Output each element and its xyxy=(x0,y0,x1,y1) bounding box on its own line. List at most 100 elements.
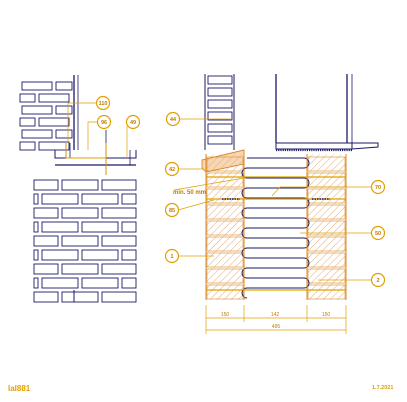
callout-42: 42 xyxy=(164,161,180,177)
callout-85: 85 xyxy=(164,202,180,218)
outer-leaf-brick xyxy=(206,252,244,268)
upper-wall-brick xyxy=(207,99,233,109)
upper-wall-brick xyxy=(207,135,233,145)
dim-segment-1: 150 xyxy=(221,312,230,318)
left-lower-brick xyxy=(61,291,99,303)
dim-segment-3: 150 xyxy=(322,312,331,318)
left-lower-brick xyxy=(41,277,79,289)
left-lower-brick xyxy=(33,263,59,275)
left-upper-brick xyxy=(38,93,70,103)
left-lower-brick xyxy=(101,207,137,219)
outer-leaf-brick xyxy=(206,172,244,188)
left-lower-brick xyxy=(33,179,59,191)
svg-text:70: 70 xyxy=(375,185,381,191)
inner-leaf-brick xyxy=(307,172,346,188)
callout-96: 96 xyxy=(96,114,112,130)
left-lower-brick xyxy=(33,249,39,261)
upper-wall-brick xyxy=(207,111,233,121)
callout-2: 2 xyxy=(370,272,386,288)
left-lower-brick xyxy=(33,291,59,303)
svg-text:42: 42 xyxy=(169,167,175,173)
inner-leaf-brick xyxy=(307,252,346,268)
left-upper-brick xyxy=(21,129,53,139)
outer-leaf-brick xyxy=(206,156,244,172)
outer-leaf-brick xyxy=(206,220,244,236)
callout-110: 110 xyxy=(95,95,111,111)
drawing-date: 1.7.2021 xyxy=(372,385,394,391)
left-lower-brick xyxy=(121,221,137,233)
left-upper-brick xyxy=(19,93,36,103)
left-upper-brick xyxy=(55,81,73,91)
left-lower-brick xyxy=(121,193,137,205)
left-upper-brick xyxy=(55,129,73,139)
inner-leaf-brick xyxy=(307,204,346,220)
callout-1: 1 xyxy=(164,248,180,264)
left-upper-brick xyxy=(19,141,36,151)
upper-wall-brick xyxy=(207,87,233,97)
left-lower-brick xyxy=(61,235,99,247)
outer-leaf-brick xyxy=(206,188,244,204)
svg-text:2: 2 xyxy=(376,278,379,284)
right-callout-leaders xyxy=(173,118,372,281)
window-sill xyxy=(275,142,379,152)
lower-wall-section xyxy=(205,154,347,300)
svg-text:85: 85 xyxy=(169,208,175,214)
inner-leaf-brick xyxy=(307,220,346,236)
left-brick-wall xyxy=(19,75,137,303)
left-lower-brick xyxy=(41,193,79,205)
left-lower-brick xyxy=(81,249,119,261)
outer-leaf-brick xyxy=(206,284,244,300)
inner-leaf-brick xyxy=(307,284,346,300)
left-lower-brick xyxy=(41,249,79,261)
inner-leaf-brick xyxy=(307,268,346,284)
upper-wall-brick xyxy=(207,123,233,133)
drawing-code: lal881 xyxy=(8,384,31,393)
left-detail-orange-lines xyxy=(65,143,107,175)
outer-leaf-brick xyxy=(206,204,244,220)
left-lower-brick xyxy=(101,235,137,247)
left-callout-leaders xyxy=(67,102,128,158)
left-lower-brick xyxy=(33,277,39,289)
left-lower-brick xyxy=(101,291,137,303)
min-note: min. 50 mm xyxy=(173,190,206,196)
dimension-lines xyxy=(205,305,347,334)
left-upper-brick xyxy=(55,105,73,115)
upper-wall-brick xyxy=(207,75,233,85)
left-lower-brick xyxy=(33,221,39,233)
dim-segment-2: 142 xyxy=(271,312,280,318)
inner-leaf-brick xyxy=(307,236,346,252)
svg-text:110: 110 xyxy=(99,101,108,107)
left-upper-brick xyxy=(38,117,70,127)
inner-leaf-brick xyxy=(307,156,346,172)
left-lower-brick xyxy=(101,263,137,275)
outer-leaf-brick xyxy=(206,236,244,252)
upper-brick-wall xyxy=(204,74,353,150)
left-lower-brick xyxy=(81,221,119,233)
left-upper-brick xyxy=(19,117,36,127)
callout-70: 70 xyxy=(370,179,386,195)
left-lower-brick xyxy=(121,249,137,261)
callout-50: 50 xyxy=(370,225,386,241)
outer-leaf-brick xyxy=(206,268,244,284)
left-upper-brick xyxy=(21,81,53,91)
callout-49: 49 xyxy=(125,114,141,130)
svg-text:96: 96 xyxy=(101,120,107,126)
callout-44: 44 xyxy=(165,111,181,127)
svg-text:44: 44 xyxy=(170,117,177,123)
left-lower-brick xyxy=(61,263,99,275)
left-lower-brick xyxy=(33,235,59,247)
inner-leaf-brick xyxy=(307,188,346,204)
svg-text:1: 1 xyxy=(170,254,173,260)
svg-text:50: 50 xyxy=(375,231,381,237)
left-lower-brick xyxy=(61,179,99,191)
left-lower-brick xyxy=(61,207,99,219)
left-upper-brick xyxy=(38,141,70,151)
left-lower-brick xyxy=(41,221,79,233)
left-lower-brick xyxy=(81,193,119,205)
left-lower-brick xyxy=(121,277,137,289)
left-lower-brick xyxy=(101,179,137,191)
left-upper-brick xyxy=(21,105,53,115)
left-lower-brick xyxy=(33,207,59,219)
dim-total: 495 xyxy=(272,324,281,330)
